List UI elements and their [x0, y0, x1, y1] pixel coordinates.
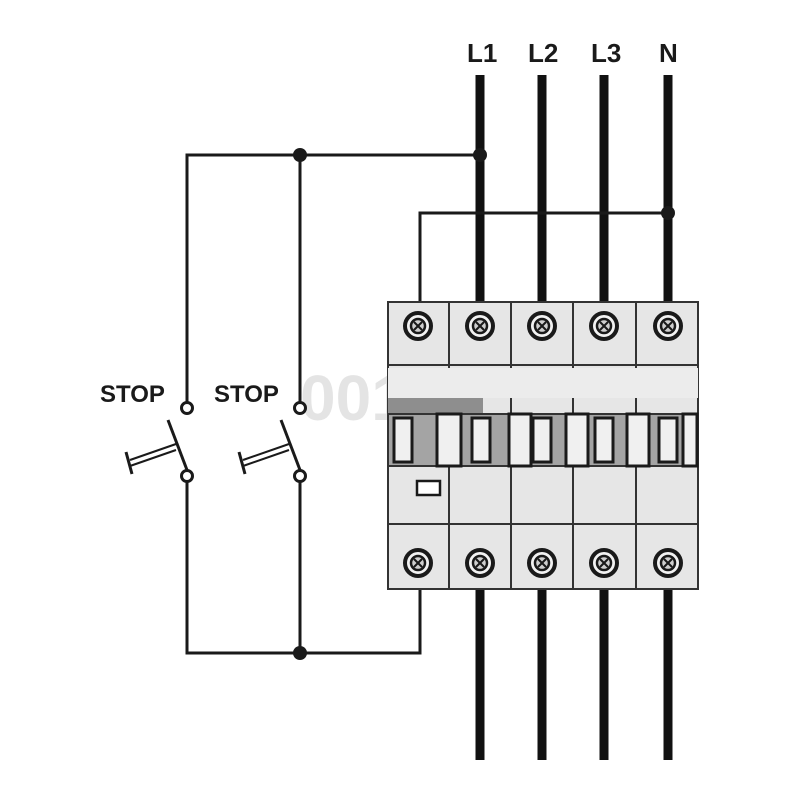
- junction-dot: [293, 646, 307, 660]
- label-l2: L2: [528, 38, 558, 68]
- upper-window: [388, 368, 698, 398]
- switch-actuator: [242, 449, 290, 467]
- handle: [657, 416, 679, 464]
- switch-actuator: [242, 443, 290, 461]
- stop-switch-2: STOP: [214, 381, 307, 483]
- label-l3: L3: [591, 38, 621, 68]
- terminal-screw-icon: [527, 548, 557, 578]
- handle: [392, 416, 414, 464]
- label-n: N: [659, 38, 678, 68]
- handle: [593, 416, 615, 464]
- control-wiring: [185, 148, 675, 660]
- terminal-screw-icon: [653, 311, 683, 341]
- terminal-screw-icon: [527, 311, 557, 341]
- handle: [681, 412, 699, 468]
- terminal-screw-icon: [653, 548, 683, 578]
- terminal-screws: [403, 311, 683, 578]
- handle: [435, 412, 463, 468]
- switch-contact: [279, 419, 302, 471]
- terminal-screw-icon: [589, 548, 619, 578]
- switch-terminal: [293, 401, 307, 415]
- outgoing-lines: [475, 585, 673, 760]
- wire-bottom-left: [185, 476, 422, 655]
- label-l1: L1: [467, 38, 497, 68]
- switch-contact: [166, 419, 189, 471]
- terminal-screw-icon: [465, 311, 495, 341]
- wire-neutral-tap: [418, 211, 668, 305]
- switch-button-head: [124, 451, 134, 475]
- terminal-screw-icon: [589, 311, 619, 341]
- junction-dot: [661, 206, 675, 220]
- handle: [564, 412, 590, 468]
- handle: [507, 412, 533, 468]
- junction-dot: [473, 148, 487, 162]
- handle: [470, 416, 492, 464]
- terminal-screw-icon: [403, 548, 433, 578]
- switch-terminal: [180, 401, 194, 415]
- circuit-breaker: [387, 301, 699, 590]
- wire-top-left: [185, 153, 480, 408]
- switch-terminal: [293, 469, 307, 483]
- handle: [625, 412, 651, 468]
- switch-actuator: [129, 443, 177, 461]
- switch-button-head: [237, 451, 247, 475]
- stop-switch-1: STOP: [100, 381, 194, 483]
- terminal-screw-icon: [465, 548, 495, 578]
- stop-label-1: STOP: [100, 381, 165, 408]
- switch-actuator: [129, 449, 177, 467]
- switch-terminal: [180, 469, 194, 483]
- breaker-handles: [392, 412, 699, 468]
- terminal-screw-icon: [403, 311, 433, 341]
- stop-label-2: STOP: [214, 381, 279, 408]
- junction-dot: [293, 148, 307, 162]
- test-indicator: [415, 479, 442, 497]
- handle: [531, 416, 553, 464]
- handle-band: [388, 398, 483, 414]
- incoming-lines: [475, 75, 673, 305]
